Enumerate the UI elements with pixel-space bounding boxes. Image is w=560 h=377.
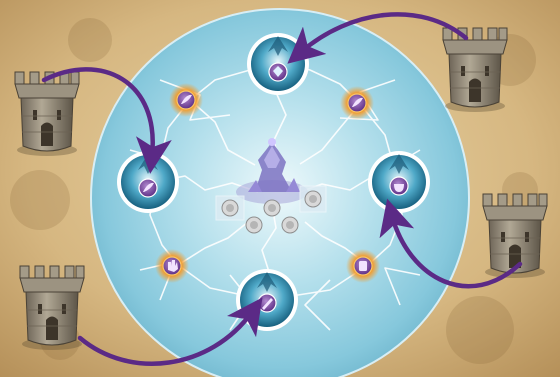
scroll-icon [359, 261, 367, 271]
large-node-right[interactable] [368, 151, 430, 213]
tower-bottom-right[interactable] [483, 194, 547, 278]
tower-top-right[interactable] [443, 28, 507, 112]
tower-top-left[interactable] [15, 72, 79, 156]
tower-bottom-left[interactable] [20, 266, 84, 350]
center-slot[interactable] [216, 196, 244, 220]
large-node-top[interactable] [247, 33, 309, 95]
small-token-lower-left[interactable] [155, 249, 189, 283]
small-token-upper-left[interactable] [169, 83, 203, 117]
large-node-left[interactable] [117, 151, 179, 213]
center-slot[interactable] [282, 217, 298, 233]
center-slot[interactable] [246, 217, 262, 233]
small-token-lower-right[interactable] [346, 249, 380, 283]
small-token-upper-right[interactable] [340, 86, 374, 120]
center-slot[interactable] [300, 186, 326, 212]
center-slot[interactable] [264, 200, 280, 216]
